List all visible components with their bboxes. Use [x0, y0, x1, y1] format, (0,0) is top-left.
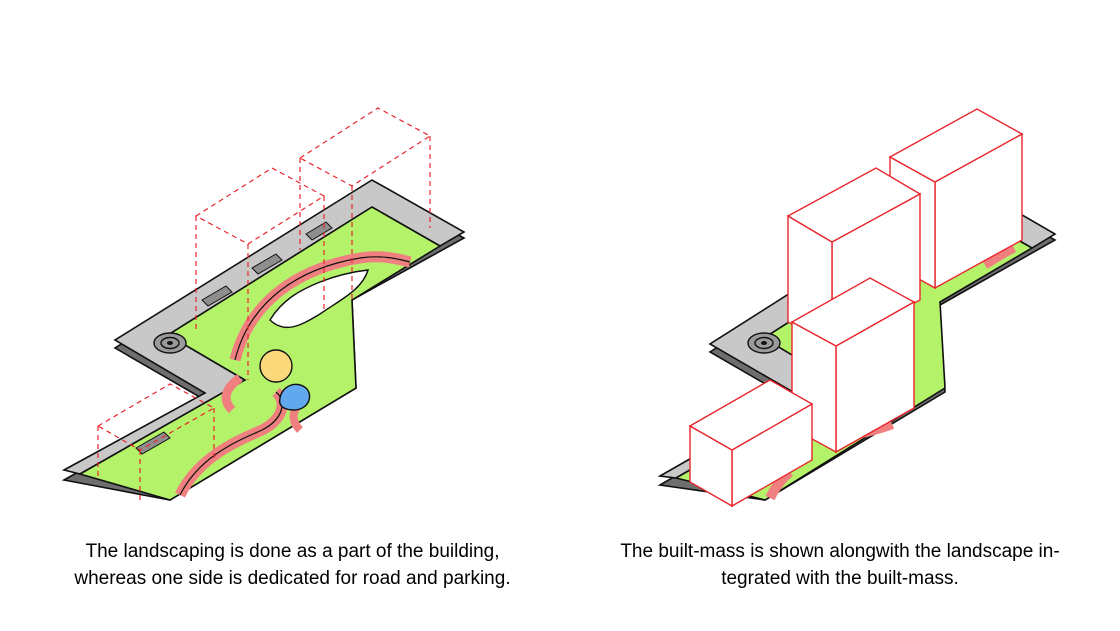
right-massing-blocks	[688, 108, 1024, 508]
left-roundabout	[153, 332, 187, 354]
left-pond	[278, 383, 311, 411]
caption-left-line2: whereas one side is dedicated for road a…	[74, 568, 511, 589]
caption-right: The built-mass is shown alongwith the la…	[560, 538, 1120, 592]
caption-right-line1: The built-mass is shown alongwith the la…	[620, 541, 1060, 562]
mass-block-4	[688, 379, 814, 508]
left-diagram	[61, 107, 466, 501]
caption-right-line2: tegrated with the built-mass.	[721, 568, 959, 589]
left-garden-bed	[269, 269, 369, 329]
left-massing-outlines	[96, 107, 432, 500]
caption-left-line1: The landscaping is done as a part of the…	[85, 541, 500, 562]
caption-left: The landscaping is done as a part of the…	[20, 538, 565, 592]
right-roundabout	[747, 332, 781, 354]
left-plaza	[259, 349, 293, 383]
right-diagram	[657, 108, 1057, 508]
mass-block-1	[888, 108, 1024, 290]
